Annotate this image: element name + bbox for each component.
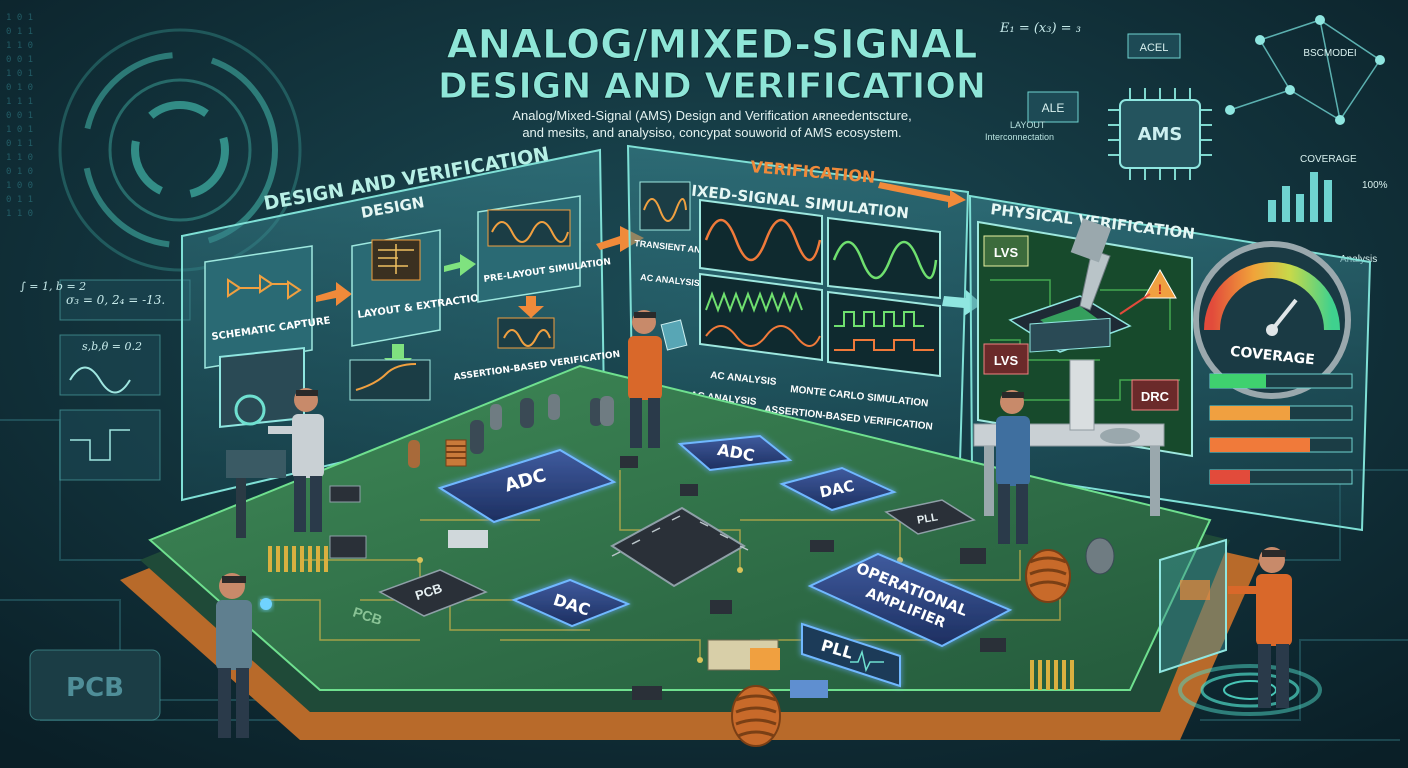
svg-text:1 1 1: 1 1 1 bbox=[6, 97, 33, 107]
pll-right-label: PLL bbox=[916, 511, 939, 526]
person-icon bbox=[1228, 547, 1292, 708]
percent-label: 100% bbox=[1362, 180, 1388, 191]
waveform-icon bbox=[850, 649, 884, 673]
hologram-screen bbox=[1159, 538, 1227, 674]
drc-label: DRC bbox=[1141, 389, 1170, 404]
coverage-gauge-icon: COVERAGE bbox=[1193, 241, 1351, 399]
lvs-bottom-label: LVS bbox=[994, 353, 1019, 368]
adc-main-chip: ADC bbox=[437, 448, 617, 524]
acel-label: ACEL bbox=[1140, 42, 1169, 54]
scope-screen-3 bbox=[699, 272, 823, 362]
header-pins bbox=[268, 546, 1074, 690]
verification-panel: VERIFICATION MIXED-SIGNAL SIMULATION TRA… bbox=[626, 144, 970, 464]
person-icon bbox=[219, 346, 324, 538]
person-icon bbox=[628, 310, 688, 448]
arrow-right-icon bbox=[878, 182, 966, 208]
step-schematic-capture: SCHEMATIC CAPTURE bbox=[204, 245, 331, 369]
svg-text:1 0 0: 1 0 0 bbox=[6, 181, 33, 191]
header: ANALOG/MIXED-SIGNAL DESIGN AND VERIFICAT… bbox=[437, 22, 986, 141]
lvs-top-label: LVS bbox=[994, 245, 1019, 260]
inductor-icon bbox=[731, 537, 1115, 747]
arrow-right-icon bbox=[444, 254, 476, 276]
mini-bar-chart bbox=[1268, 172, 1332, 222]
ale-label: ALE bbox=[1042, 101, 1065, 115]
person-icon bbox=[996, 390, 1030, 544]
svg-text:1 1 0: 1 1 0 bbox=[6, 209, 33, 219]
pll-right-chip: PLL bbox=[884, 499, 976, 535]
svg-text:0 1 1: 0 1 1 bbox=[6, 195, 33, 205]
formula-3: ∫ = 1, b = 2 bbox=[20, 280, 86, 293]
coverage-top-label: COVERAGE bbox=[1300, 154, 1357, 165]
svg-text:1 0 1: 1 0 1 bbox=[6, 125, 33, 135]
svg-text:1 0 1: 1 0 1 bbox=[6, 13, 33, 23]
formula-1: σ₃ = 0, 2₄ = -13. bbox=[66, 293, 165, 307]
arrow-down-icon bbox=[518, 296, 544, 318]
capacitors bbox=[408, 394, 614, 468]
layout-note-1: LAYOUT bbox=[1010, 120, 1046, 130]
svg-text:0 1 0: 0 1 0 bbox=[6, 83, 33, 93]
page-subtitle-line1: Analog/Mixed-Signal (AMS) Design and Ver… bbox=[512, 108, 911, 123]
ams-chip-label: AMS bbox=[1138, 124, 1183, 145]
floor-pcb-label: PCB bbox=[66, 673, 124, 703]
inductor-icon bbox=[445, 439, 467, 467]
svg-text:0 0 1: 0 0 1 bbox=[6, 55, 33, 65]
ams-chip-icon: AMS bbox=[1108, 88, 1212, 180]
formula-2: s,b,θ = 0.2 bbox=[82, 340, 142, 353]
waveform-icon bbox=[491, 221, 569, 243]
formula-top: E₁ = (x₃) = ₃ bbox=[999, 21, 1081, 36]
dac-front-chip: DAC bbox=[511, 578, 631, 628]
pcb-chip: PCB bbox=[378, 569, 488, 617]
scope-screen-4 bbox=[827, 290, 941, 378]
step-layout-extraction: LAYOUT & EXTRACTION bbox=[351, 229, 488, 347]
dac-right-chip: DAC bbox=[779, 466, 897, 512]
svg-text:!: ! bbox=[1158, 281, 1163, 297]
svg-text:1 0 1: 1 0 1 bbox=[6, 69, 33, 79]
svg-text:1 1 0: 1 1 0 bbox=[6, 153, 33, 163]
svg-text:1 1 0: 1 1 0 bbox=[6, 41, 33, 51]
binary-columns: 1 0 1 0 1 1 1 1 0 0 0 1 1 0 1 0 1 0 1 1 1 0 0… bbox=[6, 13, 33, 219]
pll-front-chip: PLL bbox=[801, 622, 901, 688]
page-subtitle-line2: and mesits, and analysiso, concypat souw… bbox=[522, 125, 901, 140]
svg-text:0 1 0: 0 1 0 bbox=[6, 167, 33, 177]
coverage-bars bbox=[1209, 373, 1353, 485]
circuit-board: ADC ADC DAC PLL PCB PCB bbox=[120, 364, 1260, 747]
svg-text:0 1 1: 0 1 1 bbox=[6, 27, 33, 37]
central-processor-chip bbox=[610, 506, 749, 588]
adc-right-chip: ADC bbox=[677, 434, 793, 472]
layout-note-2: Interconnectation bbox=[985, 132, 1054, 142]
arrow-right-icon bbox=[316, 282, 352, 306]
floor-pcb-tile: PCB bbox=[29, 649, 161, 721]
warning-icon bbox=[1143, 268, 1177, 299]
svg-text:0 1 1: 0 1 1 bbox=[6, 139, 33, 149]
scope-screen-2 bbox=[827, 216, 941, 300]
svg-text:0 0 1: 0 0 1 bbox=[6, 111, 33, 121]
page-title-line2: DESIGN AND VERIFICATION bbox=[438, 66, 986, 107]
page-title-line1: ANALOG/MIXED-SIGNAL bbox=[447, 22, 978, 68]
scope-screen-1 bbox=[699, 198, 823, 286]
left-formula-panels: σ₃ = 0, 2₄ = -13. s,b,θ = 0.2 ∫ = 1, b =… bbox=[20, 279, 191, 481]
bscmodel-label: BSCMODEI bbox=[1303, 48, 1356, 59]
small-components bbox=[329, 456, 1006, 700]
person-icon bbox=[216, 573, 272, 738]
top-right-network: E₁ = (x₃) = ₃ ACEL BSCMODEI AMS ALE LAYO… bbox=[985, 15, 1388, 265]
radar-decoration bbox=[58, 28, 302, 272]
